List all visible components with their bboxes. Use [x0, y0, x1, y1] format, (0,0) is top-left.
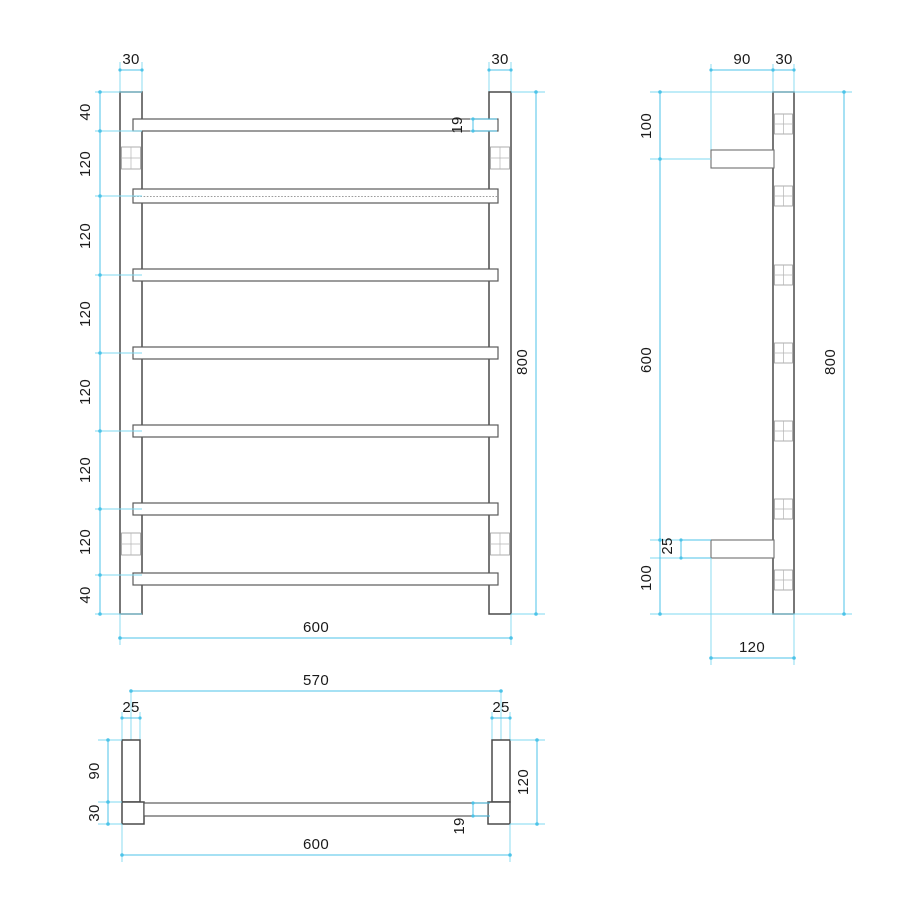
front-rail-2	[132, 188, 499, 204]
front-dim-chain-left: 40 120 120 120 120 120 120 40	[77, 90, 142, 616]
front-bracket-top-left	[121, 146, 141, 170]
dim-label-front-chain-7: 120	[77, 529, 94, 555]
front-extension-lines	[119, 62, 512, 95]
side-dim-base-width-120: 120	[709, 558, 796, 665]
side-post	[772, 91, 795, 615]
dim-label-front-post-right: 30	[491, 51, 508, 68]
front-bracket-bottom-left	[121, 532, 141, 556]
front-rails-group	[132, 118, 499, 586]
plan-dim-total-depth-120: 120	[510, 738, 545, 826]
front-dim-post-left-30: 30	[118, 51, 144, 72]
dim-label-front-overall-height: 800	[514, 349, 531, 375]
side-rail-connection-2	[774, 185, 793, 207]
plan-dim-chain-left: 90 30	[86, 738, 122, 826]
front-dim-overall-width-600: 600	[118, 614, 513, 645]
dim-label-plan-rail-thickness: 19	[451, 817, 468, 834]
plan-bracket-right	[487, 739, 511, 825]
side-dim-bracket-thickness-25: 25	[659, 537, 711, 560]
dim-label-front-overall-width: 600	[303, 619, 329, 636]
dim-label-plan-bracket-right: 25	[492, 699, 509, 716]
dim-label-plan-overall-width: 600	[303, 836, 329, 853]
plan-view: 570 25 25	[86, 672, 545, 862]
side-rail-connection-3	[774, 264, 793, 286]
plan-dim-overall-width-600: 600	[120, 824, 512, 862]
dim-label-front-chain-5: 120	[77, 379, 94, 405]
side-dim-chain-left: 100 600 100 25	[638, 90, 794, 616]
front-rail-7	[132, 572, 499, 586]
side-dim-projection-90: 90	[709, 51, 775, 72]
front-elevation-view: 30 30	[77, 51, 545, 645]
dim-label-plan-bracket-left: 25	[122, 699, 139, 716]
dim-label-side-post-depth: 30	[775, 51, 792, 68]
front-rail-5	[132, 424, 499, 438]
plan-dim-bracket-left-25: 25	[120, 699, 142, 740]
side-rail-connection-1	[774, 113, 793, 135]
side-rail-connection-5	[774, 420, 793, 442]
dim-label-side-overall-height: 800	[822, 349, 839, 375]
dim-label-plan-total-depth: 120	[515, 769, 532, 795]
dim-label-front-chain-3: 120	[77, 223, 94, 249]
dim-label-plan-post-depth: 30	[86, 804, 103, 821]
side-dim-post-depth-30: 30	[771, 51, 796, 72]
dim-label-front-chain-8: 40	[77, 586, 94, 603]
dim-label-front-chain-2: 120	[77, 151, 94, 177]
front-dim-rail-thickness-19: 19	[449, 116, 497, 134]
side-rail-connections	[774, 113, 793, 591]
front-post-right	[488, 91, 512, 615]
side-elevation-view: 90 30	[638, 51, 852, 665]
dim-label-side-base-width: 120	[739, 639, 765, 656]
dim-label-plan-inner-width: 570	[303, 672, 329, 689]
dim-label-side-center-span: 600	[638, 347, 655, 373]
dim-label-side-bottom-offset: 100	[638, 565, 655, 591]
front-rail-6	[132, 502, 499, 516]
dim-label-front-chain-1: 40	[77, 103, 94, 120]
dim-label-plan-projection: 90	[86, 762, 103, 779]
dim-label-front-post-left: 30	[122, 51, 139, 68]
side-bracket-bottom	[710, 539, 775, 559]
plan-dim-rail-thickness-19: 19	[451, 801, 490, 835]
dim-label-front-rail-thickness: 19	[449, 116, 466, 133]
plan-bracket-left	[121, 739, 145, 825]
dim-label-side-top-offset: 100	[638, 113, 655, 139]
front-rail-3	[132, 268, 499, 282]
plan-dim-bracket-right-25: 25	[490, 699, 512, 740]
front-bracket-top-right	[490, 146, 510, 170]
front-dim-post-right-30: 30	[487, 51, 513, 72]
side-bracket-top	[710, 149, 775, 169]
side-rail-connection-6	[774, 498, 793, 520]
dim-label-side-projection: 90	[733, 51, 750, 68]
side-dim-overall-height-800: 800	[794, 90, 852, 616]
dim-label-front-chain-6: 120	[77, 457, 94, 483]
front-dim-overall-height-800: 800	[511, 90, 545, 616]
plan-dim-inner-width-570: 570	[129, 672, 503, 740]
side-rail-connection-4	[774, 342, 793, 364]
dim-label-side-bracket-thickness: 25	[659, 537, 676, 554]
plan-rail	[143, 802, 489, 817]
dim-label-front-chain-4: 120	[77, 301, 94, 327]
front-rail-1	[132, 118, 499, 132]
front-bracket-bottom-right	[490, 532, 510, 556]
side-rail-connection-7	[774, 569, 793, 591]
front-rail-4	[132, 346, 499, 360]
